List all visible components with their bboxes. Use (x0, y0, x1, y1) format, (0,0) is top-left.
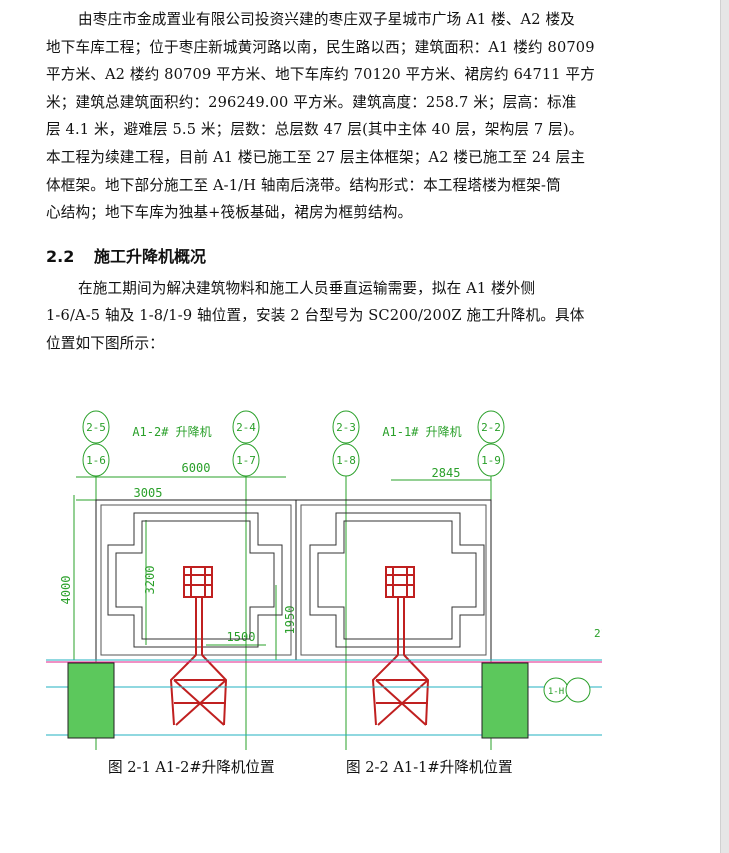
dimension-text: 1500 (227, 630, 256, 644)
document-body: 由枣庄市金成置业有限公司投资兴建的枣庄双子星城市广场 A1 楼、A2 楼及 地下… (46, 6, 606, 358)
dimension-text: 3200 (143, 566, 157, 595)
edge-mark: 21 (594, 627, 602, 640)
scrollbar-track[interactable] (720, 0, 729, 853)
hoist-tower-a12 (169, 566, 228, 726)
dimension-text: 1950 (283, 606, 297, 635)
text-line: 米；建筑总建筑面积约：296249.00 平方米。建筑高度：258.7 米；层高… (46, 93, 577, 111)
axis-label: 1-9 (481, 454, 501, 467)
axis-label: 1-8 (336, 454, 356, 467)
section-title: 施工升降机概况 (94, 246, 207, 266)
dimension-text: 3005 (134, 486, 163, 500)
text-line: 层 4.1 米，避难层 5.5 米；层数：总层数 47 层(其中主体 40 层，… (46, 121, 584, 139)
text-line: 在施工期间为解决建筑物料和施工人员垂直运输需要，拟在 A1 楼外侧 (78, 279, 536, 297)
dimension-text: 2845 (432, 466, 461, 480)
text-line: 由枣庄市金成置业有限公司投资兴建的枣庄双子星城市广场 A1 楼、A2 楼及 (78, 11, 575, 28)
caption-fig-2-2: 图 2-2 A1-1#升降机位置 (346, 759, 513, 776)
caption-fig-2-1: 图 2-1 A1-2#升降机位置 (108, 759, 275, 776)
axis-label: 1-7 (236, 454, 256, 467)
paragraph-project-overview: 由枣庄市金成置业有限公司投资兴建的枣庄双子星城市广场 A1 楼、A2 楼及 地下… (46, 6, 606, 227)
foundation-block-left (67, 662, 115, 739)
paragraph-hoist-overview: 在施工期间为解决建筑物料和施工人员垂直运输需要，拟在 A1 楼外侧 1-6/A-… (46, 275, 606, 358)
text-line: 本工程为续建工程，目前 A1 楼已施工至 27 层主体框架；A2 楼已施工至 2… (46, 148, 586, 166)
text-line: 位置如下图所示： (46, 334, 164, 352)
axis-bubbles (82, 410, 505, 477)
section-heading: 2.2 施工升降机概况 (46, 243, 606, 271)
hoist-label-a12: A1-2# 升降机 (132, 425, 211, 439)
core-wall (107, 512, 485, 648)
hoist-position-drawing: 2-5 1-6 2-4 1-7 2-3 1-8 2-2 1-9 A1-2# 升降… (46, 410, 602, 750)
section-number: 2.2 (46, 246, 75, 266)
foundation-block-right (481, 662, 529, 739)
axis-label: 2-5 (86, 421, 106, 434)
axis-label: 2-3 (336, 421, 356, 434)
hoist-tower-a11 (371, 566, 430, 726)
dimension-text: 6000 (182, 461, 211, 475)
dimension-text: 4000 (59, 576, 73, 605)
text-line: 心结构；地下车库为独基+筏板基础，裙房为框剪结构。 (46, 204, 413, 222)
text-line: 地下车库工程；位于枣庄新城黄河路以南，民生路以西；建筑面积：A1 楼约 8070… (46, 38, 595, 56)
hoist-label-a11: A1-1# 升降机 (382, 425, 461, 439)
axis-label: 1-6 (86, 454, 106, 467)
axis-label: 1-H (548, 687, 564, 697)
axis-label: 2-4 (236, 421, 256, 434)
axis-label: 2-2 (481, 421, 501, 434)
text-line: 体框架。地下部分施工至 A-1/H 轴南后浇带。结构形式：本工程塔楼为框架-筒 (46, 176, 561, 194)
text-line: 1-6/A-5 轴及 1-8/1-9 轴位置，安装 2 台型号为 SC200/2… (46, 307, 585, 325)
figure-captions: 图 2-1 A1-2#升降机位置 图 2-2 A1-1#升降机位置 (108, 756, 513, 777)
text-line: 平方米、A2 楼约 80709 平方米、地下车库约 70120 平方米、裙房约 … (46, 66, 596, 84)
